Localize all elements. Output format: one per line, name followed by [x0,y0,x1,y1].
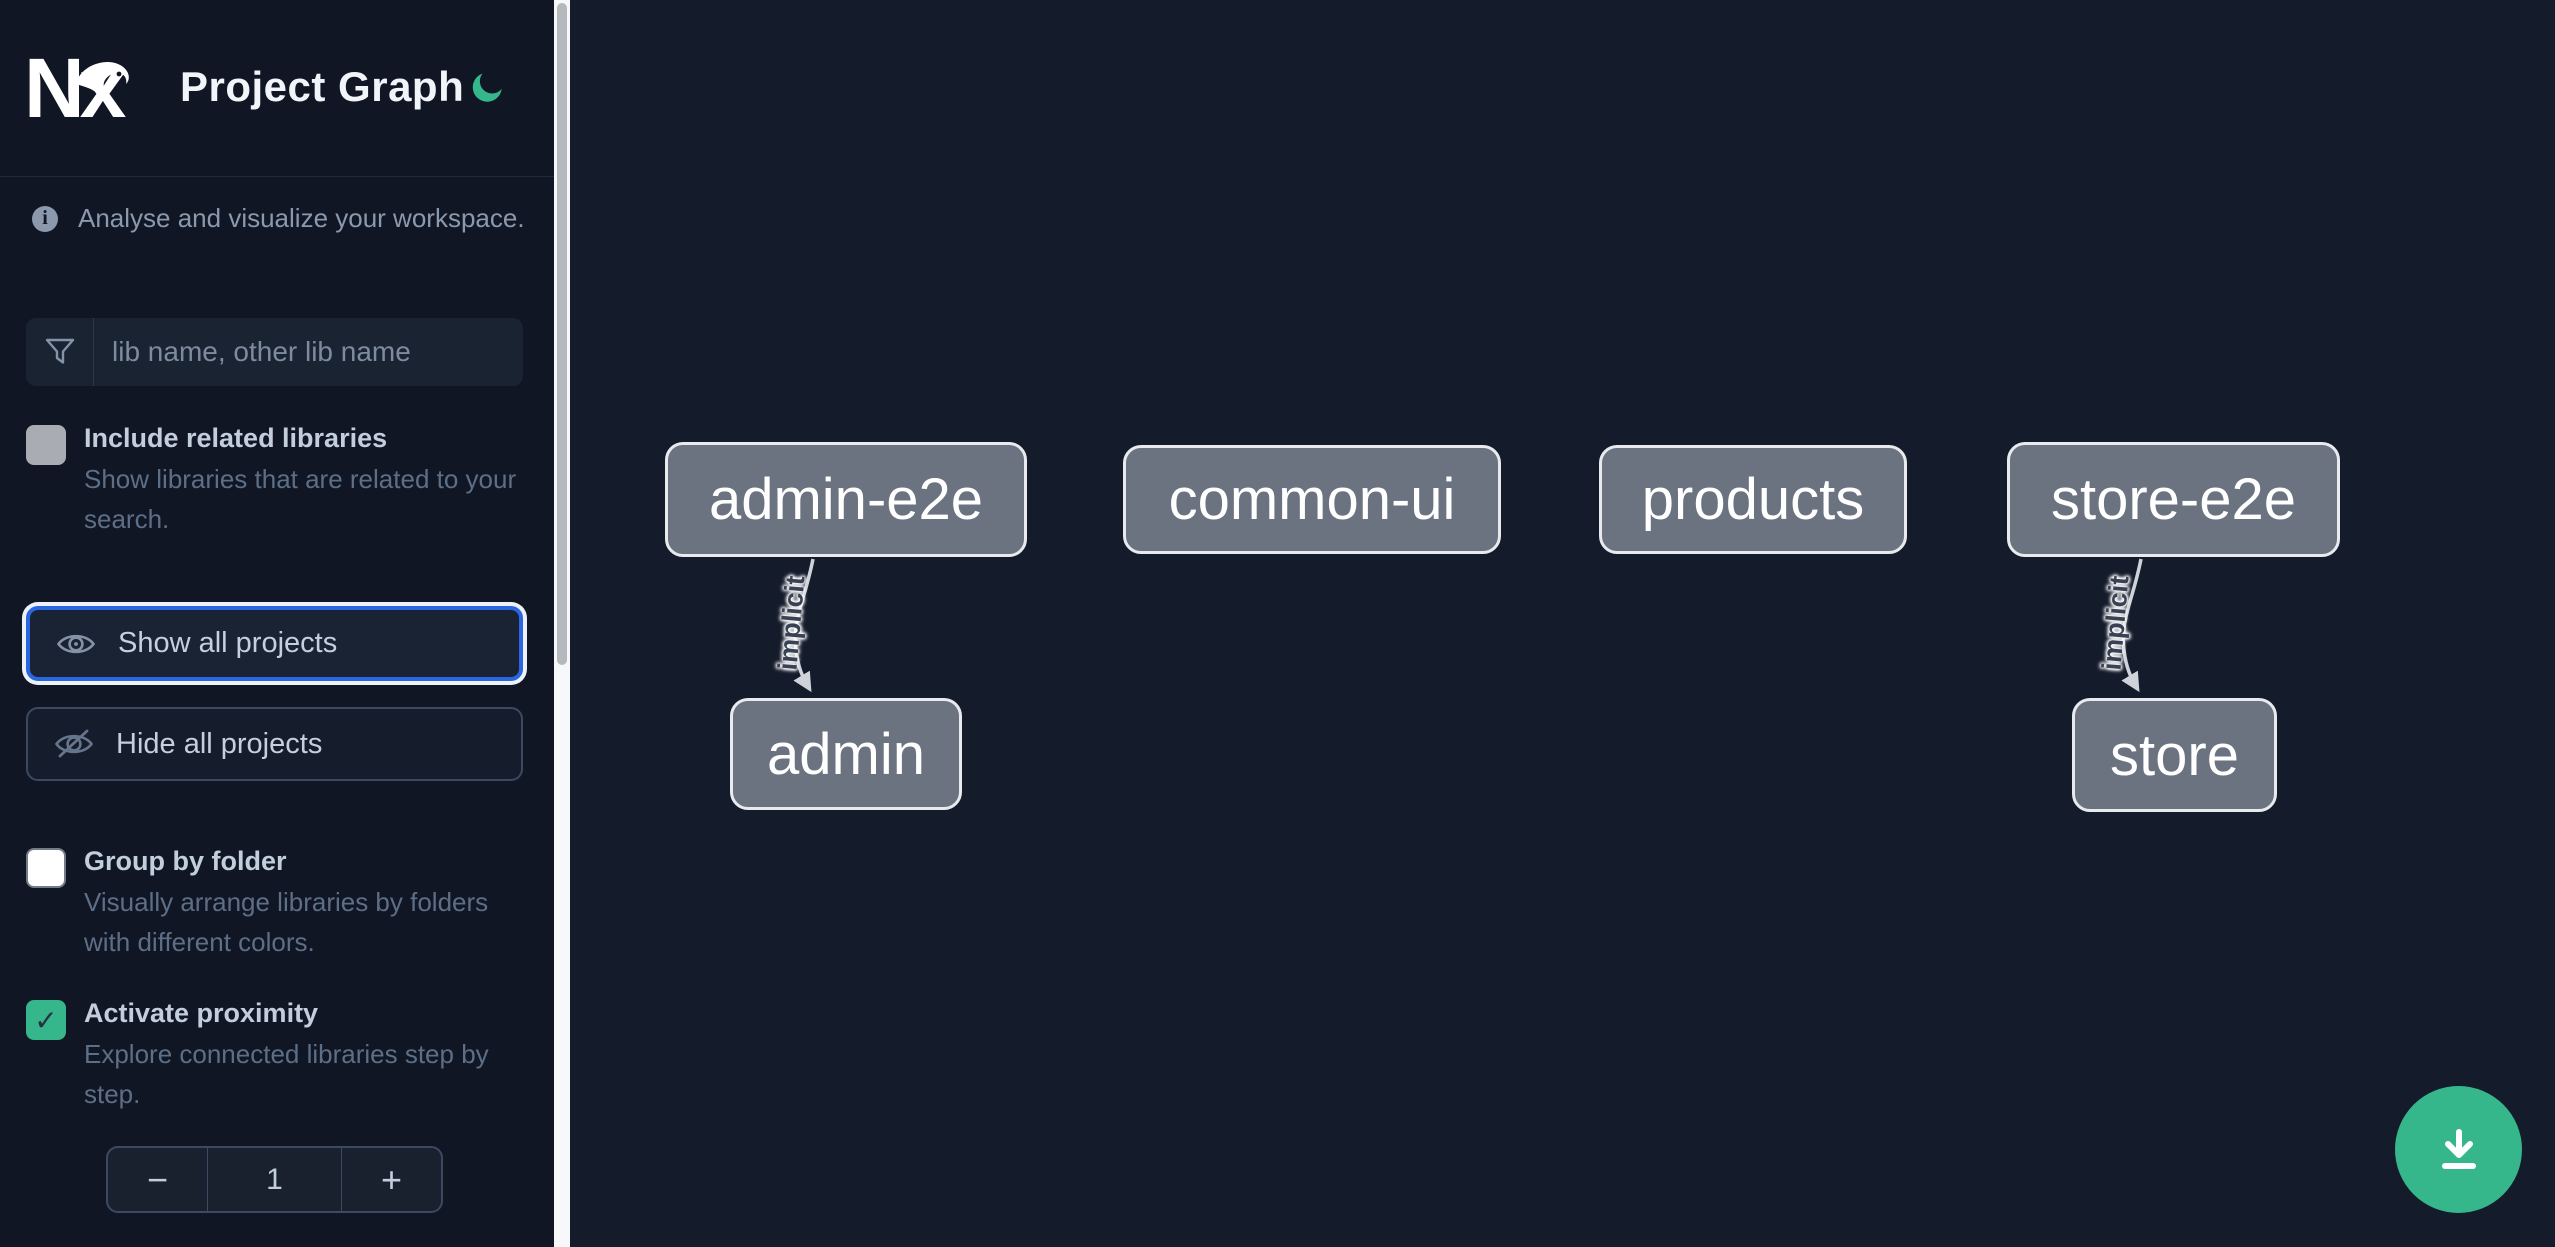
activate-proximity-checkbox[interactable]: ✓ [26,1000,66,1040]
eye-icon [56,634,96,653]
nx-logo: Nx [24,41,129,135]
workspace-tagline: Analyse and visualize your workspace. [78,203,525,233]
hide-all-projects-label: Hide all projects [116,727,323,760]
sidebar-scrollbar-track [554,0,570,1247]
group-by-folder-description: Visually arrange libraries by folders wi… [84,887,489,957]
info-icon: i [32,205,58,232]
group-by-folder-checkbox[interactable] [26,848,66,888]
edge-store-e2e-store [2121,558,2143,693]
proximity-depth-stepper: − 1 + [106,1146,443,1213]
node-store-e2e[interactable]: store-e2e [2007,442,2340,557]
node-store[interactable]: store [2072,698,2277,812]
sidebar: Nx Project Graph i Analyse and visualize… [0,0,570,1247]
edge-admin-e2e-admin [793,558,815,693]
node-products[interactable]: products [1599,445,1907,554]
sidebar-header: Nx Project Graph [0,0,554,177]
eye-off-icon [54,729,94,758]
download-graph-button[interactable] [2395,1086,2522,1213]
filter-funnel-icon [26,318,94,386]
node-admin-e2e[interactable]: admin-e2e [665,442,1027,557]
hide-all-projects-button[interactable]: Hide all projects [26,707,523,781]
group-by-folder-label[interactable]: Group by folder [84,846,287,876]
node-admin[interactable]: admin [730,698,962,810]
activate-proximity-description: Explore connected libraries step by step… [84,1039,489,1109]
library-filter-input[interactable] [94,318,523,386]
dark-mode-toggle-moon-icon[interactable] [470,68,508,106]
include-related-checkbox[interactable] [26,425,66,465]
proximity-increment-button[interactable]: + [342,1148,441,1211]
sidebar-scrollbar-thumb[interactable] [557,3,567,665]
page-title: Project Graph [180,63,465,110]
download-icon [2441,1128,2476,1169]
include-related-description: Show libraries that are related to your … [84,464,517,534]
show-all-projects-label: Show all projects [118,627,338,659]
nx-logo-swoosh-icon [76,62,129,91]
activate-proximity-label[interactable]: Activate proximity [84,998,319,1028]
include-related-label[interactable]: Include related libraries [84,423,388,453]
workspace-tagline-row: i Analyse and visualize your workspace. [32,203,525,234]
nx-logo-text: Nx [24,41,126,135]
filter-search-box [26,318,523,386]
graph-edges [793,558,2143,693]
show-all-projects-button[interactable]: Show all projects [26,606,523,681]
proximity-depth-value: 1 [207,1148,342,1211]
proximity-decrement-button[interactable]: − [108,1148,207,1211]
graph-canvas[interactable]: admin-e2e common-ui products store-e2e a… [570,0,2555,1247]
node-common-ui[interactable]: common-ui [1123,445,1501,554]
